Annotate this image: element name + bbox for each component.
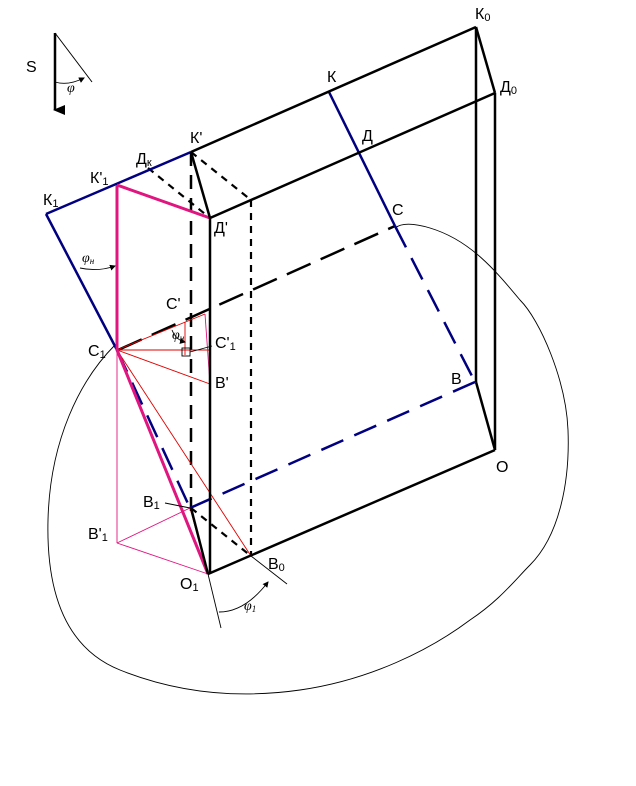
edge-kp-k0 xyxy=(190,25,477,154)
label-cp: С' xyxy=(166,296,181,313)
label-k: К xyxy=(327,69,337,86)
magenta-b1p-o1 xyxy=(116,542,209,575)
solid-edges xyxy=(189,25,497,576)
red-construction xyxy=(116,313,252,575)
hidden-edge-kp-right xyxy=(190,151,252,201)
edge-dp-d0 xyxy=(209,91,496,220)
label-phi: φ xyxy=(67,81,75,96)
phi1-tick-left xyxy=(207,573,222,629)
red-c1-b0 xyxy=(116,349,252,557)
label-phi-h-mid: φн xyxy=(172,328,185,343)
hidden-section xyxy=(117,224,396,352)
label-dp: Д' xyxy=(214,220,228,237)
label-c1: С1 xyxy=(88,343,106,361)
edge-b1-o1 xyxy=(189,507,210,575)
navy-top-edge xyxy=(45,150,192,216)
navy-c1-b1 xyxy=(115,349,192,509)
b1-leader xyxy=(164,502,191,509)
magenta-k1p-dp xyxy=(116,183,211,220)
hidden-edge-bottom xyxy=(190,507,252,557)
label-k0: К0 xyxy=(475,6,490,24)
label-phi-h: φн xyxy=(82,251,95,266)
label-b0: В0 xyxy=(268,556,285,574)
magenta-construction xyxy=(116,313,211,575)
label-k1p: К'1 xyxy=(90,170,109,188)
label-bp: В' xyxy=(215,375,229,392)
navy-k-c xyxy=(327,91,397,227)
navy-b-b1 xyxy=(189,380,476,510)
phi-h-arc-top xyxy=(79,264,116,271)
direction-indicator xyxy=(53,32,93,115)
label-k1: К1 xyxy=(43,192,58,210)
label-dk: Дк xyxy=(136,151,152,169)
c1p-leader xyxy=(189,345,213,353)
navy-dashed xyxy=(115,225,477,510)
navy-left-edge xyxy=(44,213,119,351)
labels: S φ К0 К Д0 Д К' Дк К'1 К1 Д' С φн С' φн… xyxy=(26,6,517,614)
label-o1: О1 xyxy=(180,576,199,594)
angle-markers xyxy=(79,264,288,629)
hidden-edges-short xyxy=(147,151,253,557)
label-c: С xyxy=(392,202,404,219)
navy-construction xyxy=(44,91,397,351)
label-kp: К' xyxy=(190,130,202,147)
magenta-b1p-b1 xyxy=(116,507,191,544)
magenta-profile xyxy=(115,183,211,575)
edge-k0-d0 xyxy=(474,26,497,94)
label-d: Д xyxy=(362,128,373,145)
red-c1-bp xyxy=(116,349,211,385)
edge-o1-o xyxy=(207,448,496,576)
label-c1p: С'1 xyxy=(215,335,236,353)
right-angle-box xyxy=(181,347,191,357)
edge-kp-dp xyxy=(189,151,212,219)
phi-arc xyxy=(54,77,85,84)
ground-outline xyxy=(47,223,569,695)
edge-b-o xyxy=(474,381,497,451)
phi-h-arc-mid xyxy=(171,329,186,344)
magenta-c1-o1 xyxy=(115,349,210,575)
phi1-arc xyxy=(218,581,269,613)
label-o: О xyxy=(496,459,508,476)
label-b1p: В'1 xyxy=(88,526,108,544)
red-c1-cp xyxy=(116,313,206,351)
label-b: В xyxy=(451,371,462,388)
hidden-edge-dk-back xyxy=(147,167,211,219)
label-s: S xyxy=(26,59,37,76)
label-b1: В1 xyxy=(143,494,160,512)
navy-c-b xyxy=(393,225,477,383)
hidden-section-top xyxy=(117,224,396,352)
label-phi1: φ1 xyxy=(244,599,256,614)
label-d0: Д0 xyxy=(500,79,517,97)
phi1-tick-right xyxy=(250,555,288,585)
s-hypotenuse xyxy=(54,32,93,83)
